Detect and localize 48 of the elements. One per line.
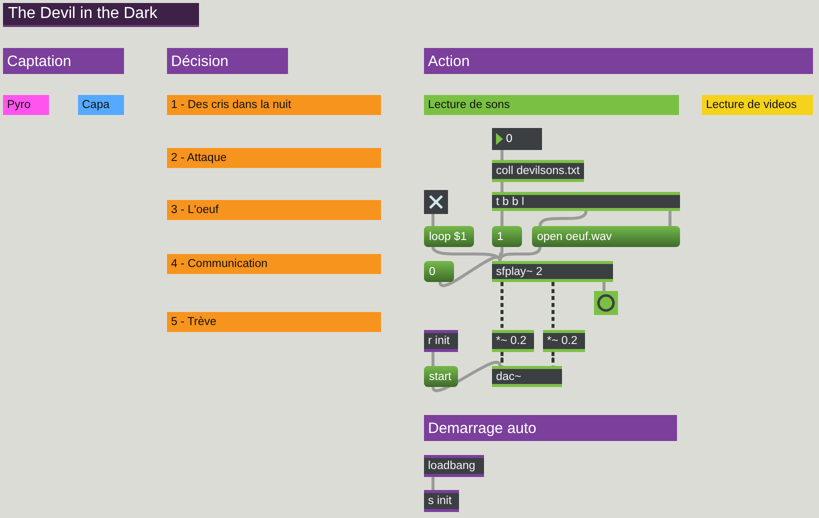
section-header: Décision	[167, 48, 288, 74]
message-box: start	[424, 366, 458, 387]
signal-cord	[552, 282, 554, 330]
comment-label: 4 - Communication	[167, 254, 381, 274]
message-box: open oeuf.wav	[532, 226, 680, 247]
section-header: Captation	[3, 48, 124, 74]
comment-label: 1 - Des cris dans la nuit	[167, 95, 381, 115]
comment-label: Pyro	[3, 95, 49, 115]
section-header: Action	[424, 48, 813, 74]
signal-cord	[500, 352, 504, 366]
patch-cord	[602, 282, 606, 291]
comment-label: Lecture de sons	[424, 95, 679, 115]
patch-cord	[438, 256, 502, 287]
object-box: *~ 0.2	[492, 330, 534, 352]
bang-button	[594, 291, 618, 315]
patch-cord	[500, 211, 504, 226]
patch-cord	[498, 246, 542, 262]
section-header: Demarrage auto	[424, 415, 677, 441]
patch-cord	[432, 361, 502, 392]
patch-cord	[500, 182, 504, 192]
comment-label: 3 - L'oeuf	[167, 200, 381, 220]
send-receive-box: loadbang	[424, 455, 484, 477]
send-receive-box: r init	[424, 330, 458, 352]
message-box: 1	[492, 226, 522, 247]
object-box: coll devilsons.txt	[492, 160, 584, 182]
title-bar: The Devil in the Dark	[3, 3, 199, 27]
signal-cord	[500, 282, 504, 330]
object-box: dac~	[492, 366, 562, 387]
object-box: t b b l	[492, 192, 680, 211]
patch-cord	[668, 211, 672, 226]
object-box: *~ 0.2	[543, 330, 585, 352]
message-box: 0	[424, 261, 454, 282]
patch-cord	[538, 210, 588, 226]
send-receive-box: s init	[424, 490, 459, 512]
signal-cord	[552, 352, 554, 366]
patch-cord	[500, 150, 504, 160]
patch-cord	[432, 246, 502, 262]
comment-label: Lecture de videos	[702, 95, 813, 115]
patch-cord	[432, 477, 434, 490]
comment-label: Capa	[78, 95, 124, 115]
patch-cord	[432, 352, 434, 366]
object-box: sfplay~ 2	[492, 261, 613, 282]
comment-label: 2 - Attaque	[167, 148, 381, 168]
number-box: 0	[492, 128, 542, 150]
comment-label: 5 - Trève	[167, 312, 381, 332]
message-box: loop $1	[424, 226, 474, 247]
toggle-box	[424, 190, 448, 214]
patch-cord	[432, 214, 434, 226]
